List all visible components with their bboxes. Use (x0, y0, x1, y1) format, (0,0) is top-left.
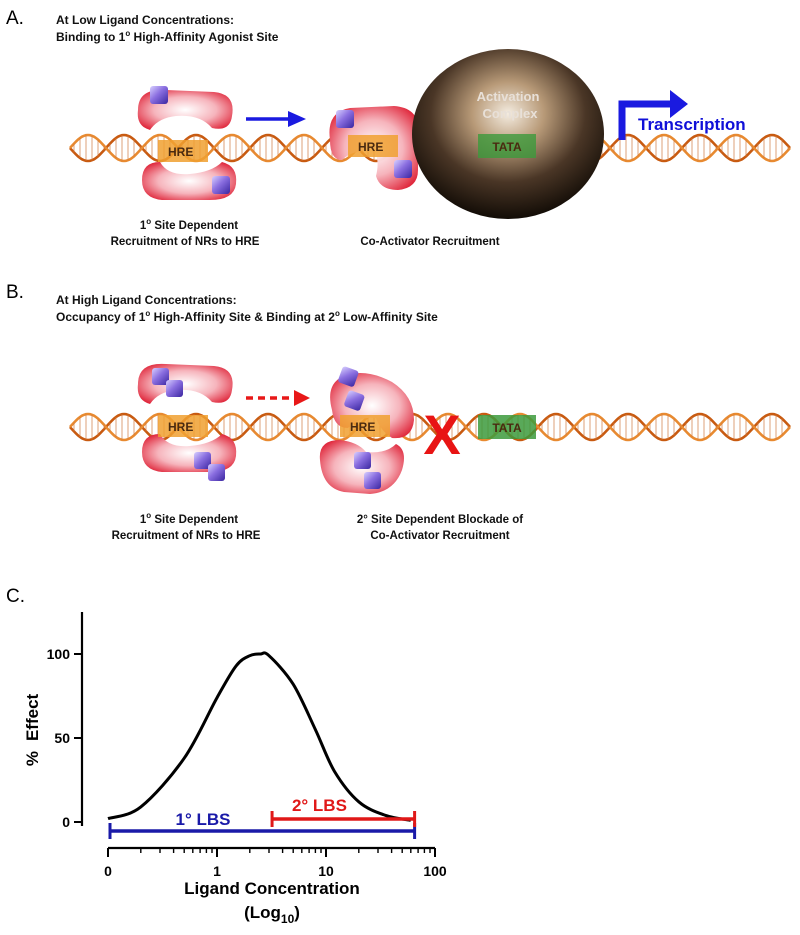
panel-a-heading-line1: At Low Ligand Concentrations: (56, 13, 234, 27)
x-axis-title-part: (Log (244, 903, 281, 922)
panel-b: B. At High Ligand Concentrations: Occupa… (6, 282, 791, 542)
caption-left-a-line2: Recruitment of NRs to HRE (111, 236, 260, 248)
hre-box-right-a (348, 135, 398, 157)
panel-c: C. 0 50 100 0 1 10 100 1° LBS 2° LBS% EffectLigan… (6, 586, 447, 926)
y-axis-title-word: Effect (23, 693, 42, 741)
hre-box-left-a (158, 140, 208, 162)
tata-box-b (478, 415, 536, 439)
x-tick-label: 0 (104, 863, 112, 879)
bell-curve-line (107, 651, 412, 822)
x-axis-title-part: 10 (281, 912, 295, 926)
hre-box-right-b (340, 415, 390, 437)
receptor-bottom-left-b (142, 434, 237, 472)
panel-b-letter: B. (6, 282, 24, 303)
panel-c-letter: C. (6, 586, 25, 607)
hre-box-left-b (158, 415, 208, 437)
x-tick-label: 100 (423, 863, 447, 879)
ligand-cube-b3 (194, 452, 211, 469)
arrow-blue-a (246, 111, 306, 127)
y-axis-title-percent: % (23, 751, 42, 766)
ligand-cube-a4 (394, 160, 412, 178)
caption-left-b-line1: 1o Site Dependent (140, 511, 238, 526)
ligand-cube-b5 (338, 366, 359, 387)
y-axis-title: % Effect (23, 693, 42, 766)
x-axis-title-line2: (Log10) (244, 903, 300, 926)
range-label-primary: 1° LBS (176, 810, 231, 829)
tata-label-b: TATA (492, 421, 522, 435)
complex-label-line1: Activation (477, 89, 540, 104)
x-axis-title-line1: Ligand Concentration (184, 879, 360, 898)
ligand-cube-b4 (208, 464, 225, 481)
caption-right-a: Co-Activator Recruitment (360, 236, 499, 248)
panel-b-heading-line1: At High Ligand Concentrations: (56, 293, 237, 307)
ligand-cube-a2 (212, 176, 230, 194)
panel-a-letter: A. (6, 8, 24, 29)
caption-right-b-line2: Co-Activator Recruitment (370, 530, 509, 542)
complex-label-line2: Complex (483, 106, 539, 121)
ligand-cube-b6 (344, 390, 365, 411)
panel-b-heading-line2: Occupancy of 1o High-Affinity Site & Bin… (56, 309, 438, 324)
receptor-top-left-b (137, 363, 233, 404)
y-tick-label: 50 (54, 730, 70, 746)
ligand-cube-a3 (336, 110, 354, 128)
panel-a-heading-line2: Binding to 1o High-Affinity Agonist Site (56, 29, 279, 44)
hre-label-left-a: HRE (168, 145, 193, 159)
x-axis-title-part: ) (294, 903, 300, 922)
panel-a: A. At Low Ligand Concentrations: Binding… (6, 8, 791, 248)
range-label-secondary: 2° LBS (292, 796, 347, 815)
hre-label-left-b: HRE (168, 420, 193, 434)
ligand-cube-b7 (354, 452, 371, 469)
hre-label-right-a: HRE (358, 140, 383, 154)
x-tick-label: 10 (318, 863, 334, 879)
ligand-cube-b1 (152, 368, 169, 385)
ligand-cube-b8 (364, 472, 381, 489)
arrow-red-dashed-b (246, 390, 310, 406)
x-tick-label: 1 (213, 863, 221, 879)
caption-left-a-line1: 1o Site Dependent (140, 217, 238, 232)
ligand-cube-a1 (150, 86, 168, 104)
y-tick-label: 100 (47, 646, 71, 662)
caption-right-b-line1: 2° Site Dependent Blockade of (357, 514, 523, 526)
tata-label-a: TATA (492, 140, 522, 154)
hre-label-right-b: HRE (350, 420, 375, 434)
transcription-arrow (618, 90, 688, 140)
blockade-x-mark: X (423, 403, 460, 466)
y-tick-label: 0 (62, 814, 70, 830)
caption-left-b-line2: Recruitment of NRs to HRE (112, 530, 261, 542)
ligand-cube-b2 (166, 380, 183, 397)
transcription-label: Transcription (638, 115, 746, 134)
tata-box-a (478, 134, 536, 158)
